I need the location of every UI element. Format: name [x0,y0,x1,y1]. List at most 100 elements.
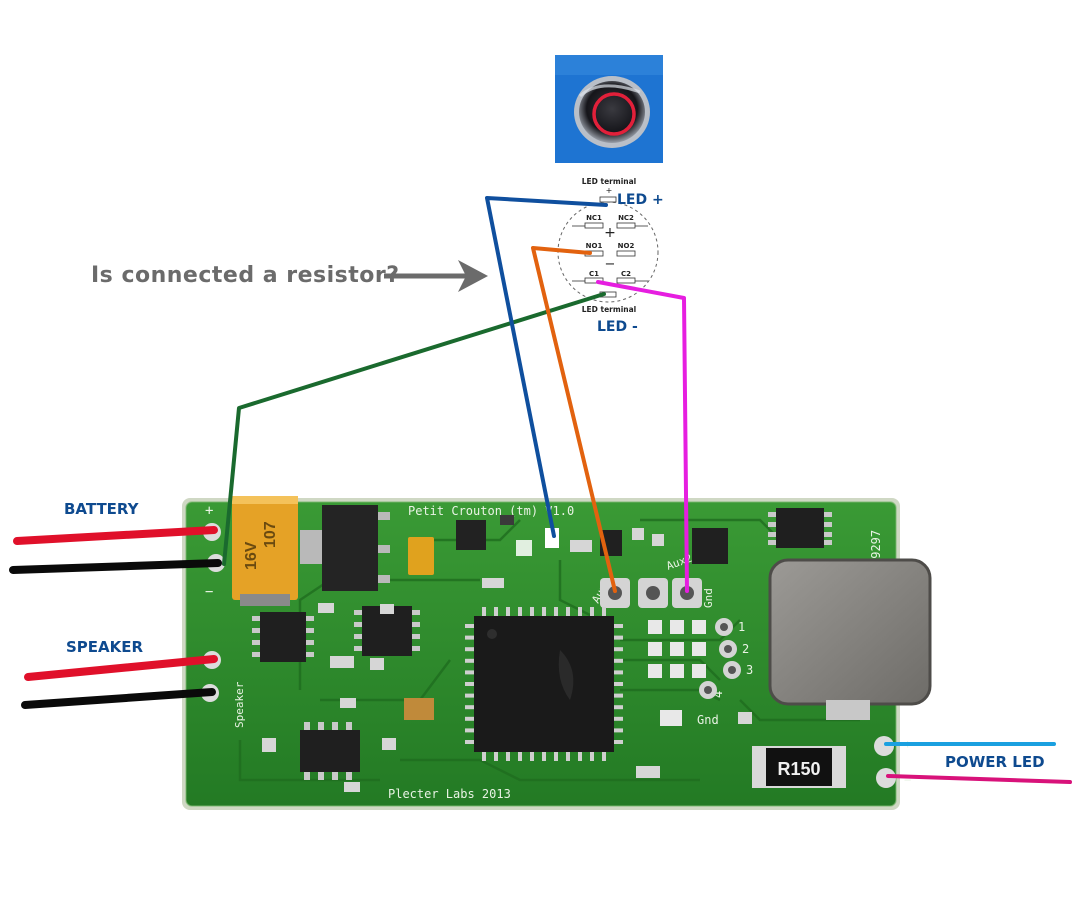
board-plus-top: + [205,503,213,519]
qfp-pin [506,752,510,761]
pad [670,620,684,634]
qfp-pin [518,752,522,761]
qfp-pin [494,607,498,616]
speaker-label: SPEAKER [66,638,144,656]
qfp-pins [465,607,623,761]
qfp-pin [590,607,594,616]
qfp-pin [614,682,623,686]
power-led-plus-pad [874,736,894,756]
sot-transistor [456,520,486,550]
switch-plus-sign: + [604,225,616,241]
board-title: Petit Crouton (tm) V1.0 [408,504,574,518]
qfp-pin [465,624,474,628]
board-minus-left: − [205,584,213,600]
small-pad [516,540,532,556]
pcb-board: Petit Crouton (tm) V1.0 Plecter Labs 201… [182,496,932,810]
passive-components [262,578,752,792]
trace [400,758,700,782]
nc1-label: NC1 [586,214,602,222]
pad [692,620,706,634]
c1-terminal [584,277,604,284]
board-speaker-silk: Speaker [233,681,246,728]
qfp-pin [614,705,623,710]
pad-1-label: 1 [738,620,745,634]
chip-body [776,508,824,548]
small-resistor [570,540,592,552]
qfp-pin [465,670,474,675]
no1-label: NO1 [586,242,603,250]
no2-label: NO2 [618,242,635,250]
smd-cap [382,738,396,750]
qfp-pin [465,658,474,663]
led-terminal-bottom-label: LED terminal [582,305,636,314]
power-led-pink-wire [886,774,1072,784]
qfp-pin [566,607,570,616]
smd-cap [340,698,356,708]
led-minus-label: LED - [597,319,638,335]
qfp-pin [542,607,546,616]
capacitor-text-2: 16V [243,541,260,570]
soic-chip-left [252,612,314,662]
speaker-red-wire [24,655,218,681]
qfp-pin [542,752,546,761]
smd-cap [380,604,394,614]
pad-gnd-bottom-label: Gnd [697,713,719,727]
smd-cap [370,658,384,670]
nc1-terminal [584,222,604,229]
small-cap [632,528,644,540]
pad-2-hole [724,645,732,653]
resistor-body [766,748,832,786]
nc2-terminal [616,222,636,229]
pad [648,642,662,656]
arrow-head [458,260,488,292]
pad-4-label: 4 [711,691,725,698]
capacitor-text-1: 107 [262,521,279,548]
qfp-pin [518,607,522,616]
ceramic-cap [404,698,434,720]
chip-body [260,612,306,662]
pad [692,664,706,678]
qfp-pin [614,716,623,721]
qfp-pin [465,740,474,744]
qfp-pin [465,647,474,652]
button-reflection [578,84,641,98]
small-component [500,515,514,525]
led-plus-terminal [599,196,617,203]
mcu-body [474,616,614,752]
pad-gnd-top-label: Gnd [702,588,715,608]
regulator-body [322,505,378,591]
qfp-pin [530,607,534,616]
qfp-pin [566,752,570,761]
pad [670,642,684,656]
smd-cap [738,712,752,724]
regulator-pin [378,575,390,583]
capacitor-lead [240,594,290,606]
soic-chip-middle [354,606,420,656]
qfp-pin [614,647,623,652]
qfp-pin [465,635,474,640]
pad [660,710,682,726]
question-text: Is connected a resistor? [91,263,399,288]
soic-chip-bottom [300,722,360,780]
small-tantalum-capacitor [408,537,434,575]
qfp-pin [578,607,582,616]
trace [620,619,741,642]
soic-chip-top-right [768,508,832,548]
c2-terminal [616,277,636,284]
capacitor-top-edge [232,496,298,504]
smd-resistor [636,766,660,778]
nc2-label: NC2 [618,214,634,222]
trace [620,658,721,681]
pad-4-hole [704,686,712,694]
qfp-pin [602,607,606,616]
aux2-hole [646,586,660,600]
power-led-label: POWER LED [945,753,1045,771]
battery-red-wire [13,526,218,545]
push-button-photo [555,55,663,163]
led-plus-blue-wire [485,196,608,538]
inductor-body [770,560,930,704]
chip-body [300,730,360,772]
trace [558,560,601,622]
qfp-pin [465,693,474,698]
